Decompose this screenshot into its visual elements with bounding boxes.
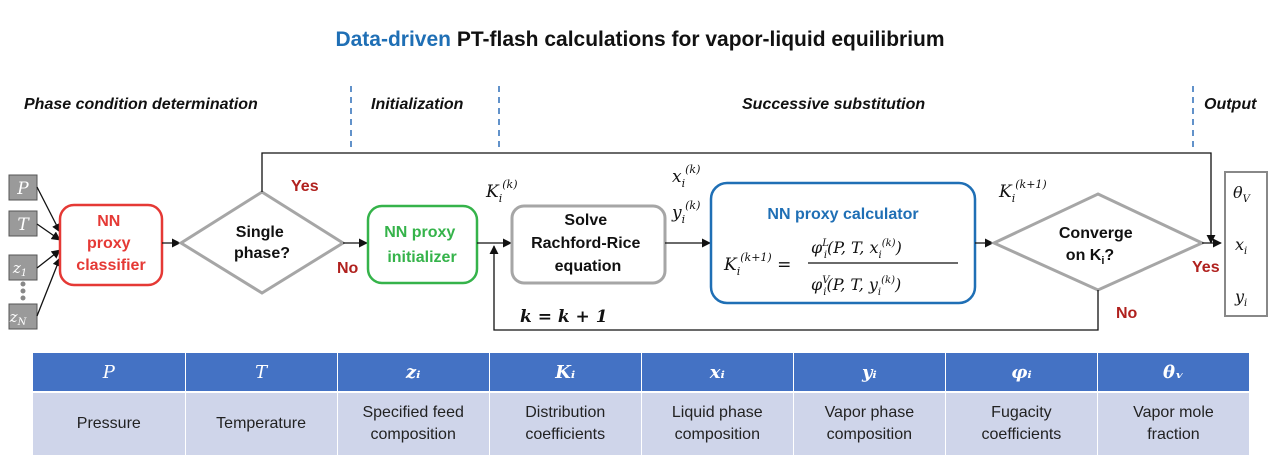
section-initialization: Initialization [371, 96, 464, 113]
yes-bypass-line [261, 152, 1216, 244]
ki-k1-label: Ki(k+1) [998, 178, 1047, 205]
title-accent: Data-driven [335, 28, 451, 51]
input-label-p: P [16, 179, 29, 199]
single-phase-decision [178, 190, 346, 295]
input-box-zn [8, 303, 38, 330]
legend-symbol: xᵢ [641, 353, 794, 392]
no-label-single: No [337, 260, 359, 277]
legend-symbol: T [185, 353, 338, 392]
input-box-t [8, 210, 38, 237]
nn-proxy-initializer-node [366, 204, 479, 285]
legend-symbol: φᵢ [945, 353, 1098, 392]
classifier-label: NN proxy classifier [76, 213, 145, 274]
input-label-t: T [17, 215, 30, 235]
legend-symbol: P [33, 353, 186, 392]
initializer-label: NN proxy initializer [384, 224, 460, 266]
ellipsis-dot [20, 288, 26, 294]
legend-symbol: zᵢ [337, 353, 490, 392]
yes-label-single: Yes [291, 178, 319, 195]
rachford-rice-node [510, 204, 667, 285]
xi-k-label: xi(k) [672, 163, 700, 190]
rachford-rice-label: Solve Rachford-Rice equation [531, 212, 645, 275]
legend-header-row: P T zᵢ Kᵢ xᵢ yᵢ φᵢ θᵥ [33, 353, 1251, 392]
section-successive-substitution: Successive substitution [742, 96, 926, 113]
converge-label: Converge on Ki? [1059, 225, 1137, 267]
section-output: Output [1204, 96, 1257, 113]
nn-proxy-classifier-node [58, 203, 164, 287]
legend-symbol: Kᵢ [489, 353, 642, 392]
input-box-z1 [8, 254, 38, 281]
converge-decision [990, 192, 1206, 292]
legend-description: Pressure [33, 391, 186, 455]
page-title: Data-driven PT-flash calculations for va… [0, 28, 1280, 52]
ki-k-label: Ki(k) [485, 178, 517, 205]
legend-symbol: θᵥ [1097, 353, 1251, 392]
symbol-legend-table: P T zᵢ Kᵢ xᵢ yᵢ φᵢ θᵥ Pressure Temperatu… [33, 353, 1251, 455]
ellipsis-dot [20, 281, 26, 287]
flow-diagram: P T z1 zN NN proxy classifier [8, 86, 1268, 331]
yes-label-converge: Yes [1192, 259, 1220, 276]
ellipsis-dot [20, 295, 26, 301]
input-boxes: P T z1 zN [8, 174, 38, 330]
legend-description: Temperature [185, 391, 338, 455]
section-dividers [350, 86, 1194, 152]
calculator-title: NN proxy calculator [767, 206, 918, 223]
yi-k-label: yi(k) [671, 199, 700, 226]
legend-symbol: yᵢ [793, 353, 946, 392]
no-loop-line [489, 245, 1099, 331]
no-label-converge: No [1116, 305, 1138, 322]
input-arrows [36, 186, 62, 317]
title-rest: PT-flash calculations for vapor-liquid e… [450, 28, 945, 51]
single-phase-label: Single phase? [234, 224, 290, 262]
output-box [1224, 171, 1268, 317]
k-update-label: k = k + 1 [520, 307, 608, 327]
output-yi: yi [1234, 287, 1247, 309]
section-phase-condition: Phase condition determination [24, 96, 258, 113]
